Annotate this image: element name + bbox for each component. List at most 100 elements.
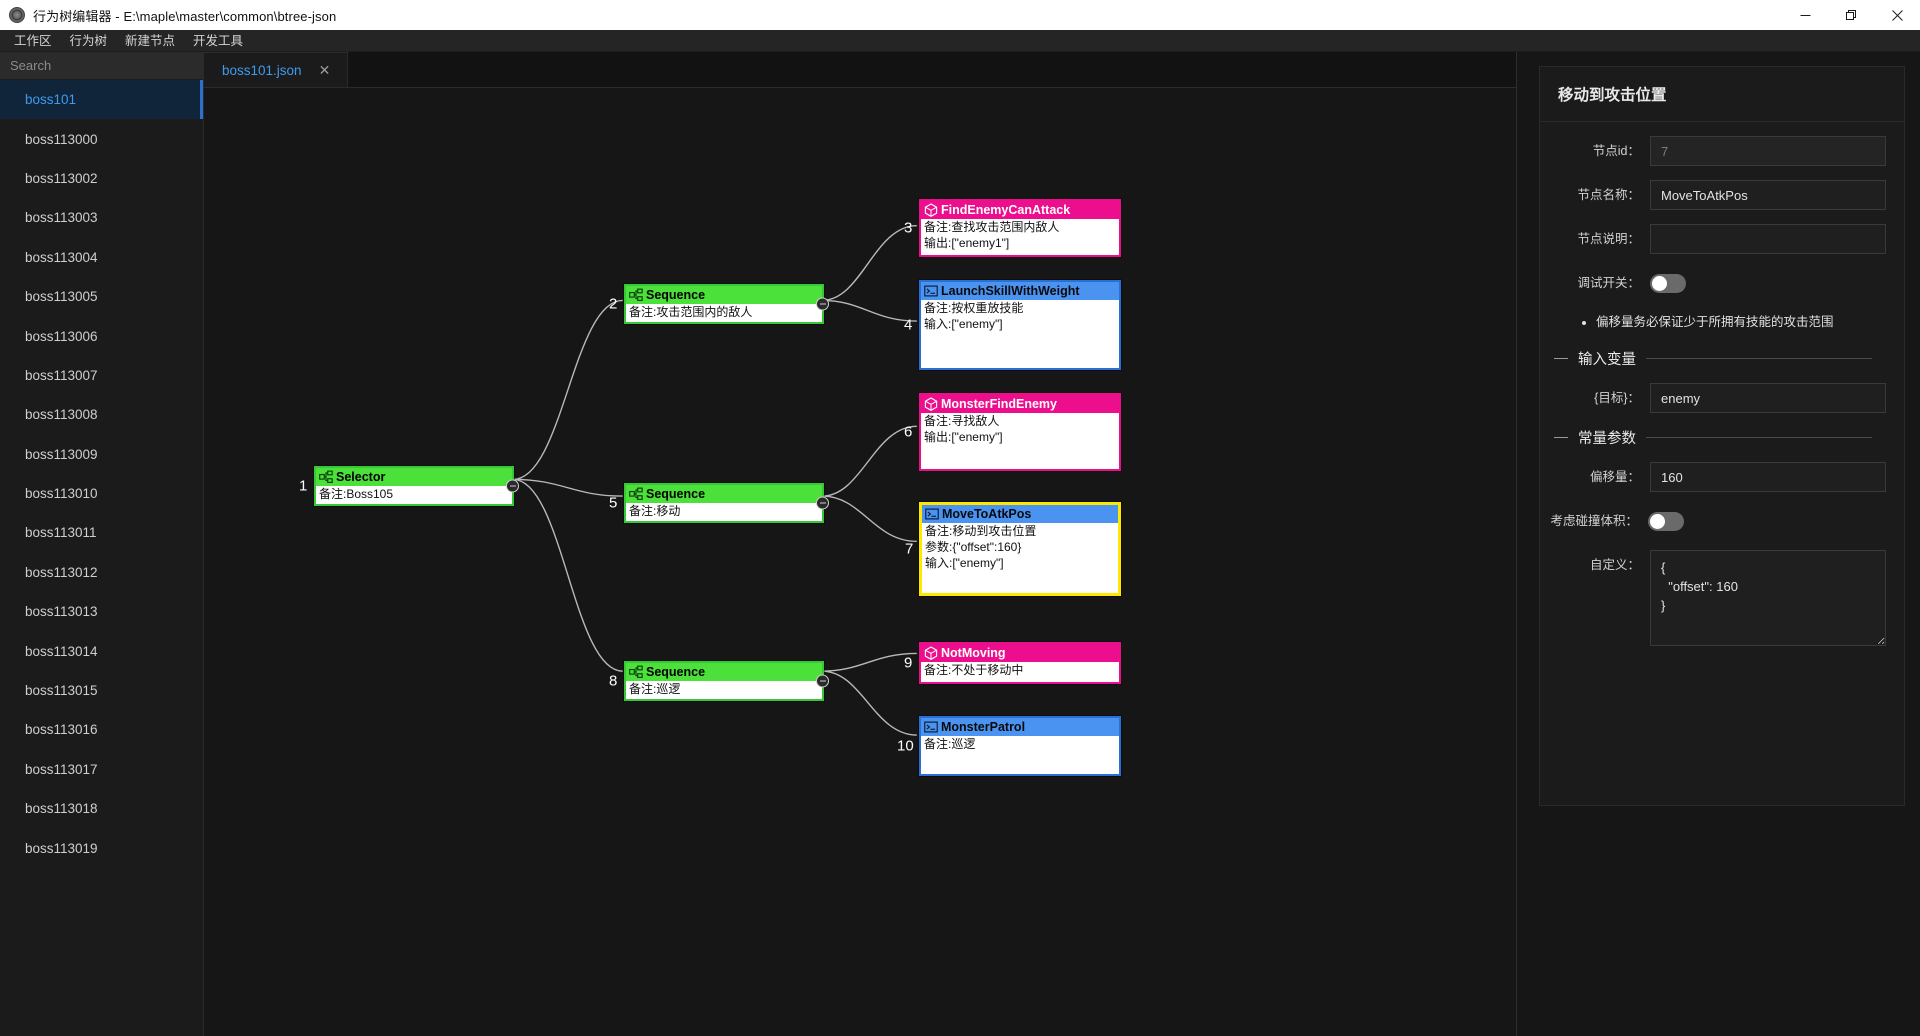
section-rule — [1646, 358, 1872, 359]
menu-item-workspace[interactable]: 工作区 — [14, 33, 52, 48]
tree-node-body: 备注:Boss105 — [316, 486, 512, 504]
tree-node-index: 5 — [609, 494, 618, 512]
collapse-dash-icon-2[interactable] — [1554, 437, 1568, 438]
menu-item-dev-tools[interactable]: 开发工具 — [193, 33, 244, 48]
edge-5-6 — [822, 425, 917, 497]
custom-json-textarea[interactable]: { "offset": 160 } — [1650, 550, 1886, 646]
condition-node-icon — [924, 203, 938, 217]
node-desc-input[interactable] — [1650, 224, 1886, 254]
input-section-label: 输入变量 — [1578, 352, 1636, 368]
window-maximize-button[interactable] — [1828, 0, 1874, 30]
sidebar-item-boss113013[interactable]: boss113013 — [0, 592, 203, 631]
minus-icon — [509, 485, 516, 487]
collapse-dash-icon[interactable] — [1554, 358, 1568, 359]
tree-node-detail-line: 备注:巡逻 — [924, 737, 976, 751]
tree-node-Selector[interactable]: 1 Selector 备注:Boss105 — [299, 466, 519, 506]
sidebar-item-label: boss113002 — [25, 170, 98, 186]
tree-node-header: Sequence — [626, 485, 822, 503]
tree-node-header: FindEnemyCanAttack — [921, 201, 1119, 219]
collision-switch-toggle[interactable] — [1648, 512, 1684, 531]
tree-node-index: 1 — [299, 477, 308, 495]
composite-node-icon — [629, 487, 643, 500]
sidebar-item-boss113008[interactable]: boss113008 — [0, 395, 203, 434]
sidebar-item-boss113011[interactable]: boss113011 — [0, 513, 203, 552]
tree-node-collapse-port[interactable] — [816, 496, 829, 510]
sidebar-item-boss113016[interactable]: boss113016 — [0, 710, 203, 749]
condition-node-icon — [924, 397, 938, 411]
sidebar-item-boss113010[interactable]: boss113010 — [0, 474, 203, 513]
tree-node-body: 备注:查找攻击范围内敌人输出:["enemy1"] — [921, 219, 1119, 255]
tree-node-index: 9 — [904, 654, 913, 672]
tree-node-title: Selector — [336, 470, 386, 484]
node-name-input[interactable] — [1650, 180, 1886, 210]
section-input-variables: 输入变量 — [1554, 348, 1886, 369]
window-minimize-button[interactable] — [1782, 0, 1828, 30]
tree-node-collapse-port[interactable] — [506, 479, 519, 493]
tab-boss101-json[interactable]: boss101.json ✕ — [204, 52, 349, 87]
sidebar-search-row — [0, 52, 226, 80]
offset-input[interactable] — [1650, 462, 1886, 492]
sidebar-item-boss113018[interactable]: boss113018 — [0, 789, 203, 828]
tree-node-index: 8 — [609, 672, 618, 690]
sidebar-item-boss113005[interactable]: boss113005 — [0, 277, 203, 316]
tree-node-title: MonsterFindEnemy — [941, 397, 1057, 411]
tree-node-index: 3 — [904, 219, 913, 237]
sidebar-item-boss113014[interactable]: boss113014 — [0, 631, 203, 670]
condition-node-icon — [924, 646, 938, 660]
sidebar-item-boss113004[interactable]: boss113004 — [0, 238, 203, 277]
sidebar-item-boss113007[interactable]: boss113007 — [0, 356, 203, 395]
window-close-button[interactable] — [1874, 0, 1920, 30]
menu-item-new-node[interactable]: 新建节点 — [125, 33, 176, 48]
edge-8-10 — [822, 670, 917, 736]
search-input[interactable] — [0, 52, 196, 79]
debug-switch-label: 调试开关： — [1577, 276, 1640, 290]
tree-node-detail-line: 备注:移动 — [629, 504, 681, 518]
sidebar-item-label: boss113013 — [25, 604, 98, 620]
sidebar-item-boss113000[interactable]: boss113000 — [0, 119, 203, 158]
sidebar-item-boss113019[interactable]: boss113019 — [0, 828, 203, 867]
tree-node-index: 2 — [609, 295, 618, 313]
field-node-desc: 节点说明： — [1540, 224, 1886, 254]
sidebar-item-boss113015[interactable]: boss113015 — [0, 671, 203, 710]
debug-switch-toggle[interactable] — [1650, 274, 1686, 293]
sidebar-item-boss101[interactable]: boss101 — [0, 80, 203, 120]
input-target-input[interactable] — [1650, 383, 1886, 413]
sidebar-item-boss113012[interactable]: boss113012 — [0, 553, 203, 592]
tree-node-body: 备注:移动 — [626, 503, 822, 521]
node-id-input[interactable] — [1650, 136, 1886, 166]
tree-node-header: LaunchSkillWithWeight — [921, 282, 1119, 300]
tree-node-collapse-port[interactable] — [816, 674, 829, 688]
sidebar-item-boss113002[interactable]: boss113002 — [0, 159, 203, 198]
input-target-label: {目标}： — [1594, 391, 1640, 405]
tree-node-detail-line: 备注:Boss105 — [319, 487, 394, 501]
tree-node-collapse-port[interactable] — [816, 297, 829, 311]
sidebar-item-boss113009[interactable]: boss113009 — [0, 435, 203, 474]
sidebar-item-boss113017[interactable]: boss113017 — [0, 750, 203, 789]
sidebar-item-label: boss113003 — [25, 210, 98, 226]
edge-1-2 — [513, 299, 623, 481]
edge-8-9 — [822, 652, 917, 672]
sidebar-item-boss113006[interactable]: boss113006 — [0, 316, 203, 355]
sidebar-item-label: boss113018 — [25, 801, 98, 817]
field-node-id: 节点id： — [1540, 136, 1886, 166]
sidebar-item-label: boss113019 — [25, 840, 98, 856]
menu-item-behavior-tree[interactable]: 行为树 — [69, 33, 108, 48]
edge-2-3 — [822, 224, 917, 302]
tab-close-icon[interactable]: ✕ — [318, 62, 331, 78]
tree-node-header: MonsterPatrol — [921, 718, 1119, 736]
minimize-icon — [1800, 14, 1810, 16]
sidebar-item-boss113003[interactable]: boss113003 — [0, 198, 203, 237]
properties-panel: 移动到攻击位置 节点id： 节点名称： — [1516, 52, 1920, 1036]
